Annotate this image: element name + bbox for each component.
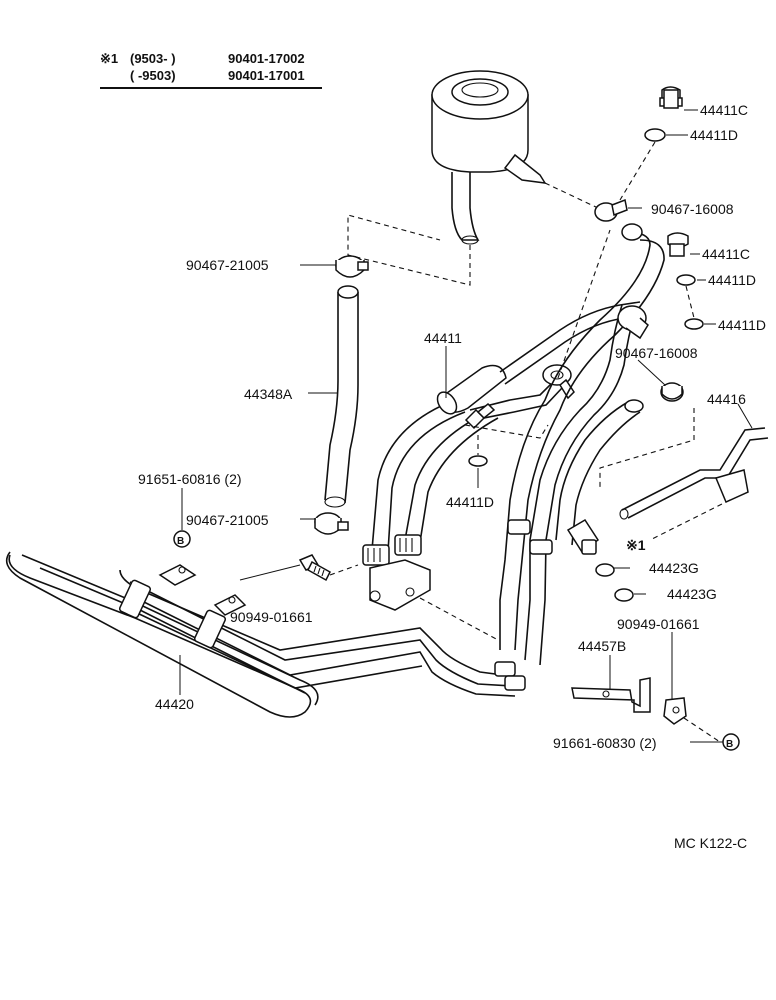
note-part-1: 90401-17002 [228, 51, 305, 66]
gasket-dashed-link-right [685, 285, 695, 319]
cooler-dashed-link [419, 597, 499, 641]
label-44411c-top: 44411C [700, 102, 748, 118]
clamp-91661-dashed-link [683, 717, 721, 743]
label-44411d-top: 44411D [690, 127, 738, 143]
hose-clamp-90467-16008-lower [660, 382, 684, 402]
bolt-90949-01661-left [298, 554, 331, 582]
union-bolt-44411c-b [667, 232, 689, 257]
label-90467-16008-lower: 90467-16008 [615, 345, 698, 361]
part-labels: 44411C 44411D 90467-16008 90467-21005 44… [138, 102, 766, 851]
reservoir-outlet-dashed-link [347, 214, 471, 286]
return-tube-44416 [619, 427, 769, 520]
oil-cooler-tube-44420 [5, 551, 526, 718]
label-90949-01661-left: 90949-01661 [230, 609, 313, 625]
gasket-44423g-b [614, 588, 634, 602]
ref-b-circle-right: B [722, 733, 740, 751]
label-44411c-mid: 44411C [702, 246, 750, 262]
union-bolt-44411c-a [659, 86, 683, 109]
hose-clamp-90467-21005-lower [314, 512, 349, 535]
label-44348a: 44348A [244, 386, 293, 402]
gasket-44411d-c [684, 318, 704, 330]
return-hose-44348a [324, 285, 359, 508]
reservoir-tank [431, 70, 547, 245]
gasket-44411d-b [676, 274, 696, 286]
label-44411: 44411 [424, 330, 462, 346]
bolt-dashed-link-top [619, 141, 656, 201]
label-90467-21005-top: 90467-21005 [186, 257, 269, 273]
bracket-44457b [571, 677, 651, 713]
label-90949-01661-right: 90949-01661 [617, 616, 700, 632]
note-part-2: 90401-17001 [228, 68, 305, 83]
label-44423g-a: 44423G [649, 560, 699, 576]
ref-b-circle-left: B [173, 530, 191, 548]
clamp-91661 [663, 697, 687, 725]
union-bolt-fitting-right [617, 305, 649, 340]
label-44411d-right: 44411D [718, 317, 766, 333]
label-44423g-b: 44423G [667, 586, 717, 602]
label-44457b: 44457B [578, 638, 626, 654]
note-mark-1: ※1 [100, 51, 118, 66]
tube-44416-to-mark-link [649, 499, 731, 541]
hose-clamp-90467-21005-top [335, 255, 369, 278]
label-44420: 44420 [155, 696, 194, 712]
supersession-note: ※1 (9503- ) 90401-17002 ( -9503) 90401-1… [100, 51, 322, 89]
label-90467-16008-top: 90467-16008 [651, 201, 734, 217]
label-ref-mark-1: ※1 [626, 537, 646, 553]
reservoir-clamp-dashed-link [544, 182, 599, 209]
gasket-44423g-a [595, 563, 615, 577]
center-dashed-link [464, 424, 549, 439]
note-range-1: (9503- ) [130, 51, 176, 66]
label-44416: 44416 [707, 391, 746, 407]
diagram-code: MC K122-C [674, 835, 747, 851]
label-44411d-lower: 44411D [446, 494, 494, 510]
label-44411d-mid: 44411D [708, 272, 756, 288]
note-range-2: ( -9503) [130, 68, 176, 83]
tube-44416-dashed-link [599, 408, 695, 490]
return-tube-lines [499, 198, 665, 666]
svg-text:B: B [726, 739, 733, 750]
label-91661-60830: 91661-60830 (2) [553, 735, 657, 751]
union-bolt-ref-1 [566, 518, 600, 555]
leader-lines [179, 109, 753, 743]
label-91651-60816: 91651-60816 (2) [138, 471, 242, 487]
label-90467-21005-lower: 90467-21005 [186, 512, 269, 528]
pressure-tube-assembly-44411 [362, 301, 641, 611]
gasket-44411d-lower [468, 455, 488, 467]
gasket-44411d-a [644, 128, 666, 142]
bolt-dashed-link [329, 564, 359, 576]
upper-dashed-link [557, 229, 611, 379]
svg-text:B: B [177, 536, 184, 547]
